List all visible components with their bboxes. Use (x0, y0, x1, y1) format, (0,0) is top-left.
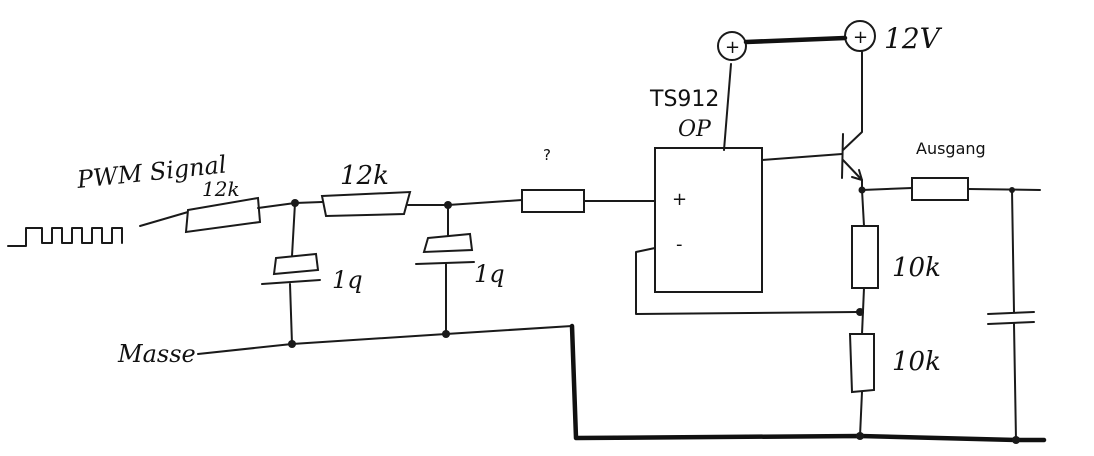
output-label: Ausgang (916, 139, 986, 158)
wire-r2-node2 (407, 199, 523, 206)
wire-r1-node1 (257, 201, 323, 209)
opamp-minus-label: - (676, 234, 683, 255)
node-ground-divider (856, 432, 864, 440)
ground-return-thick (569, 323, 1047, 443)
wire-emitter-divider (861, 189, 865, 227)
wire-opamp-feedback (635, 247, 859, 315)
resistor-r1 (184, 196, 262, 234)
node-ground-2 (442, 330, 450, 338)
wire-opamp-supply (723, 63, 732, 151)
wire-node1-c1 (291, 202, 296, 257)
opamp-plus-label: + (672, 189, 687, 210)
transistor-collector (842, 51, 863, 151)
resistor-divider-bottom (848, 333, 875, 394)
unknown-resistor-label: ? (543, 146, 551, 164)
opamp-type-label: OP (678, 117, 712, 142)
wire-output-cap-top (1011, 189, 1015, 313)
node-1 (291, 199, 299, 207)
output-capacitor-plate-top (987, 311, 1035, 315)
transistor-emitter-arrow (851, 169, 863, 181)
node-output-cap (1009, 187, 1015, 193)
wire-c1-ground (289, 283, 293, 345)
node-divider (856, 308, 864, 316)
r-divider-top-label: 10k (892, 253, 941, 283)
resistor-r2 (320, 190, 412, 218)
r2-value-label: 12k (340, 161, 389, 191)
capacitor-c1-plate-top (272, 252, 320, 276)
supply-plus-left: + (725, 37, 740, 58)
wire-output-right (967, 188, 1041, 191)
ground-wire (197, 325, 573, 355)
opamp-body (654, 147, 763, 293)
resistor-output (911, 177, 969, 201)
r1-value-label: 12k (202, 177, 240, 201)
transistor-emitter (842, 159, 863, 191)
c2-value-label: 1q (474, 260, 505, 288)
resistor-unknown (521, 189, 585, 213)
transistor-base-bar (841, 133, 844, 179)
resistor-divider-top (851, 225, 879, 289)
capacitor-c2-plate-top (422, 232, 474, 254)
c1-value-label: 1q (332, 266, 363, 294)
supply-voltage-label: 12V (884, 22, 943, 55)
wire-divider-ground (859, 391, 863, 437)
pwm-waveform (7, 227, 123, 247)
r-divider-bottom-label: 10k (892, 347, 941, 377)
supply-terminal-left (717, 31, 747, 61)
wire-emitter-to-output (861, 187, 913, 191)
output-capacitor-plate-bottom (987, 321, 1035, 325)
wire-pwm-r1 (139, 211, 189, 227)
node-2 (444, 201, 452, 209)
supply-link-thick (743, 35, 848, 45)
node-ground-1 (288, 340, 296, 348)
capacitor-c2-plate-bottom (415, 261, 475, 265)
capacitor-c1-plate-bottom (261, 279, 321, 285)
supply-plus-right: + (853, 27, 868, 48)
opamp-model-label: TS912 (649, 87, 719, 112)
node-emitter (858, 186, 866, 194)
wire-output-cap-bottom (1013, 323, 1017, 441)
ground-label: Masse (117, 340, 196, 368)
node-ground-cap (1012, 436, 1020, 444)
wire-opamp-to-base (761, 153, 843, 161)
